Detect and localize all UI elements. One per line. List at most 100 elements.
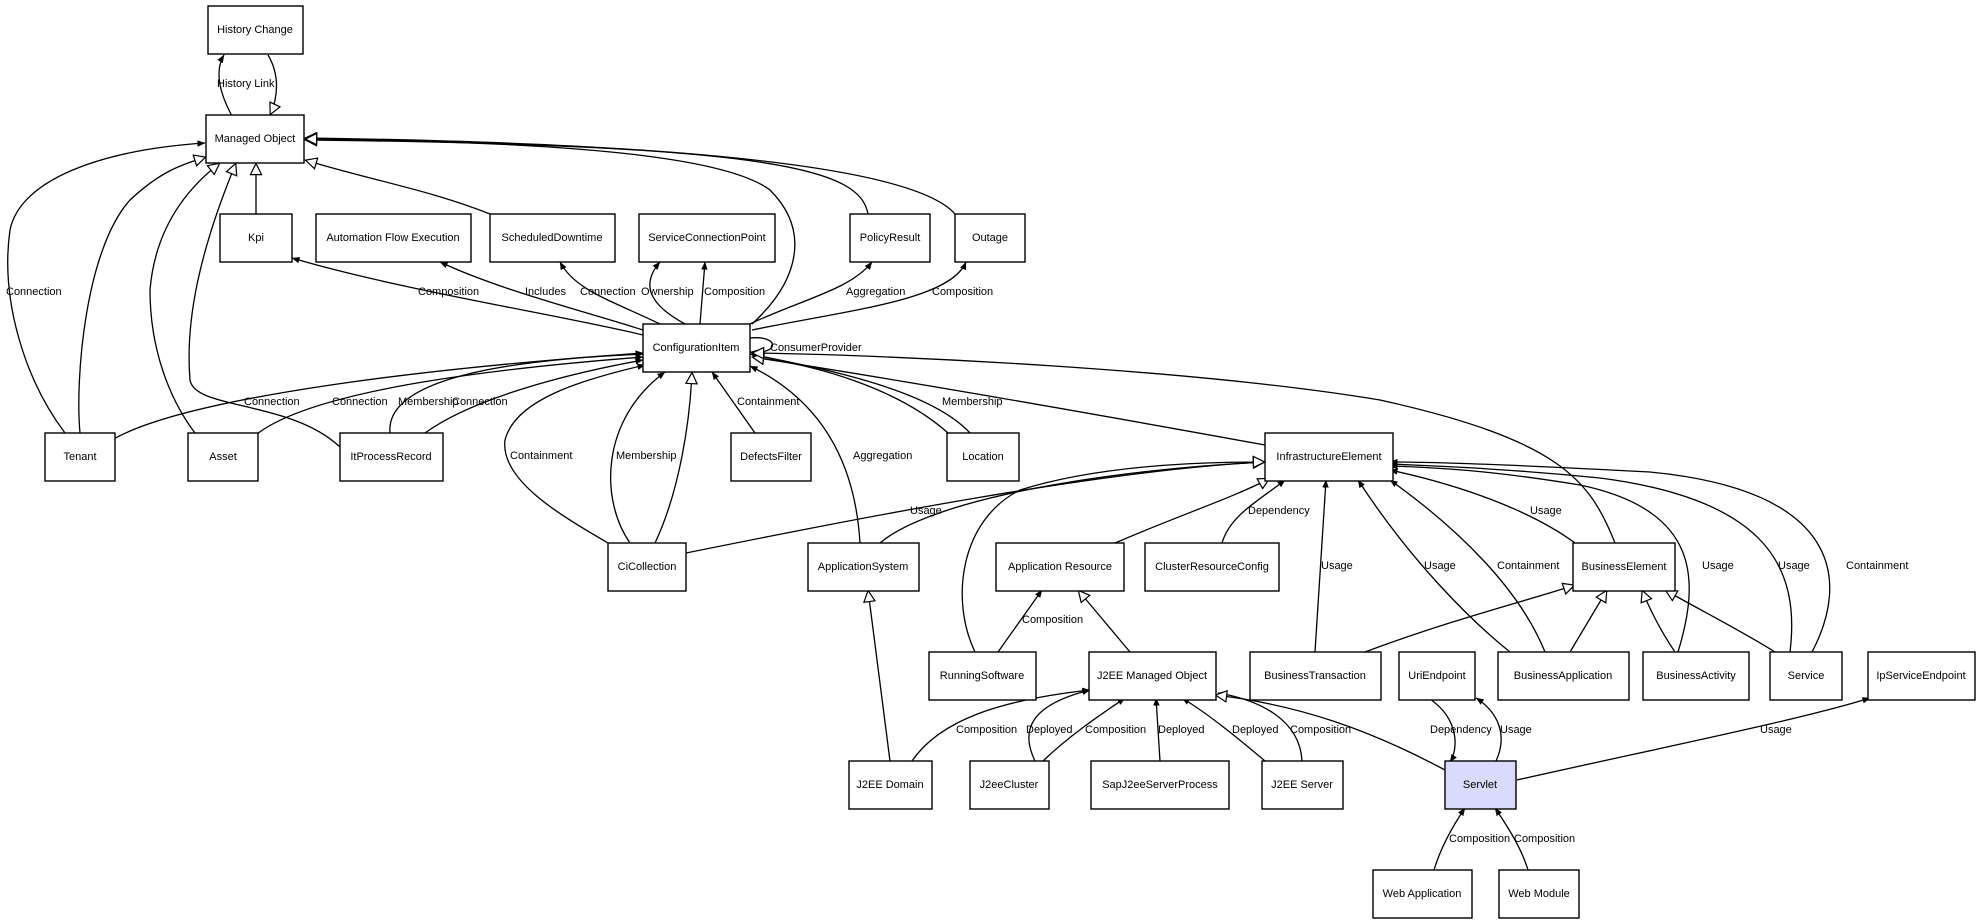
node-j2ee-domain[interactable]: J2EE Domain (848, 760, 933, 810)
edge-infrastructureelement-inherits-ci (752, 357, 1266, 446)
svg-text:Usage: Usage (1702, 560, 1734, 572)
svg-text:Location: Location (962, 451, 1004, 463)
edge-policyresult-inherits-managed-object (305, 140, 869, 215)
svg-text:J2EE Server: J2EE Server (1271, 779, 1333, 791)
node-application-resource[interactable]: Application Resource (995, 542, 1125, 592)
node-web-module[interactable]: Web Module (1498, 869, 1580, 919)
edge-j2eeserver-jmo-composition: Composition (1217, 691, 1351, 762)
edge-applicationsystem-inherits-ci-domain (868, 590, 891, 762)
edge-businesselement-inherits-ci (752, 353, 1616, 544)
node-infrastructure-element[interactable]: InfrastructureElement (1264, 432, 1394, 482)
edge-servlet-inherits-jmo (1215, 695, 1446, 771)
edge-ci-serviceconnectionpoint-composition: Composition (699, 261, 765, 325)
node-business-transaction[interactable]: BusinessTransaction (1249, 651, 1382, 701)
edge-servlet-ipserviceendpoint-usage: Usage (1516, 697, 1871, 781)
node-running-software[interactable]: RunningSoftware (928, 651, 1037, 701)
svg-text:ConfigurationItem: ConfigurationItem (653, 342, 740, 354)
node-business-application[interactable]: BusinessApplication (1497, 651, 1630, 701)
svg-text:Composition: Composition (1514, 833, 1575, 845)
svg-text:Connection: Connection (452, 396, 508, 408)
node-business-element[interactable]: BusinessElement (1572, 542, 1676, 592)
svg-text:IpServiceEndpoint: IpServiceEndpoint (1876, 670, 1965, 682)
svg-text:Connection: Connection (244, 396, 300, 408)
svg-text:Tenant: Tenant (63, 451, 96, 463)
svg-text:DefectsFilter: DefectsFilter (740, 451, 802, 463)
svg-text:ClusterResourceConfig: ClusterResourceConfig (1155, 561, 1269, 573)
svg-text:Membership: Membership (616, 450, 677, 462)
edge-servlet-uriendpoint-usage: Usage (1475, 697, 1532, 762)
edge-runningsoftware-ar-composition: Composition (997, 589, 1083, 653)
svg-text:Deployed: Deployed (1232, 724, 1278, 736)
node-it-process-record[interactable]: ItProcessRecord (339, 432, 444, 482)
svg-text:Deployed: Deployed (1158, 724, 1204, 736)
svg-text:BusinessApplication: BusinessApplication (1514, 670, 1612, 682)
svg-text:Service: Service (1788, 670, 1825, 682)
svg-text:ItProcessRecord: ItProcessRecord (350, 451, 431, 463)
node-tenant[interactable]: Tenant (44, 432, 116, 482)
svg-text:Web Module: Web Module (1508, 888, 1570, 900)
svg-text:PolicyResult: PolicyResult (860, 232, 921, 244)
svg-text:History Change: History Change (217, 24, 293, 36)
svg-text:Includes: Includes (525, 286, 566, 298)
node-cluster-resource-config[interactable]: ClusterResourceConfig (1144, 542, 1280, 592)
svg-text:Dependency: Dependency (1248, 505, 1310, 517)
svg-text:BusinessTransaction: BusinessTransaction (1264, 670, 1366, 682)
node-ci-collection[interactable]: CiCollection (607, 542, 687, 592)
node-servlet[interactable]: Servlet (1444, 760, 1517, 810)
svg-text:Aggregation: Aggregation (846, 286, 905, 298)
svg-text:Containment: Containment (510, 450, 572, 462)
node-outage[interactable]: Outage (954, 213, 1026, 263)
node-defects-filter[interactable]: DefectsFilter (730, 432, 812, 482)
edge-j2eemanagedobject-inherits-ar (1078, 590, 1131, 653)
svg-text:RunningSoftware: RunningSoftware (940, 670, 1024, 682)
node-web-application[interactable]: Web Application (1372, 869, 1473, 919)
svg-text:BusinessElement: BusinessElement (1582, 561, 1667, 573)
edge-applicationresource-inherits-ie (1114, 477, 1270, 544)
svg-text:Usage: Usage (1530, 505, 1562, 517)
node-configuration-item[interactable]: ConfigurationItem (642, 323, 751, 373)
node-policy-result[interactable]: PolicyResult (849, 213, 931, 263)
node-automation-flow-execution[interactable]: Automation Flow Execution (315, 213, 472, 263)
node-asset[interactable]: Asset (187, 432, 259, 482)
node-scheduled-downtime[interactable]: ScheduledDowntime (489, 213, 616, 263)
node-history-change[interactable]: History Change (207, 5, 304, 55)
edge-location-ci-membership: Membership (749, 352, 1003, 434)
node-managed-object[interactable]: Managed Object (205, 114, 305, 164)
node-application-system[interactable]: ApplicationSystem (807, 542, 920, 592)
svg-text:Composition: Composition (956, 724, 1017, 736)
node-sap-j2ee-server-process[interactable]: SapJ2eeServerProcess (1090, 760, 1230, 810)
edge-scheduleddowntime-inherits-managed-object (305, 160, 491, 215)
svg-text:Kpi: Kpi (248, 232, 264, 244)
svg-text:SapJ2eeServerProcess: SapJ2eeServerProcess (1102, 779, 1218, 791)
svg-text:Composition: Composition (418, 286, 479, 298)
svg-text:Ownership: Ownership (641, 286, 694, 298)
svg-text:UriEndpoint: UriEndpoint (1408, 670, 1465, 682)
svg-text:ApplicationSystem: ApplicationSystem (818, 561, 909, 573)
node-j2ee-cluster[interactable]: J2eeCluster (969, 760, 1050, 810)
node-business-activity[interactable]: BusinessActivity (1642, 651, 1750, 701)
node-ip-service-endpoint[interactable]: IpServiceEndpoint (1867, 651, 1976, 701)
svg-text:Usage: Usage (1778, 560, 1810, 572)
svg-text:Application Resource: Application Resource (1008, 561, 1112, 573)
node-kpi[interactable]: Kpi (219, 213, 293, 263)
node-service[interactable]: Service (1769, 651, 1843, 701)
node-j2ee-server[interactable]: J2EE Server (1261, 760, 1344, 810)
edge-history-link: History Link (217, 54, 275, 117)
node-j2ee-managed-object[interactable]: J2EE Managed Object (1088, 651, 1217, 701)
node-location[interactable]: Location (946, 432, 1020, 482)
edge-service-ie-usage: Usage (1389, 461, 1810, 653)
edge-itprocessrecord-inherits-managed-object (188, 163, 341, 448)
node-uri-endpoint[interactable]: UriEndpoint (1398, 651, 1476, 701)
edge-ci-policyresult-aggregation: Aggregation (749, 261, 905, 325)
svg-text:Containment: Containment (1497, 560, 1559, 572)
svg-text:Membership: Membership (942, 396, 1003, 408)
node-service-connection-point[interactable]: ServiceConnectionPoint (638, 213, 776, 263)
edge-businessapplication-ie-containment: Containment (1389, 479, 1559, 653)
svg-text:Usage: Usage (910, 505, 942, 517)
edge-location-inherits-ci (752, 357, 949, 434)
svg-text:Web Application: Web Application (1383, 888, 1462, 900)
svg-text:Servlet: Servlet (1463, 779, 1497, 791)
edge-businesselement-ie-usage: Usage (1389, 468, 1576, 544)
svg-text:Usage: Usage (1760, 724, 1792, 736)
edge-cicollection-ci-membership: Membership (609, 371, 677, 544)
